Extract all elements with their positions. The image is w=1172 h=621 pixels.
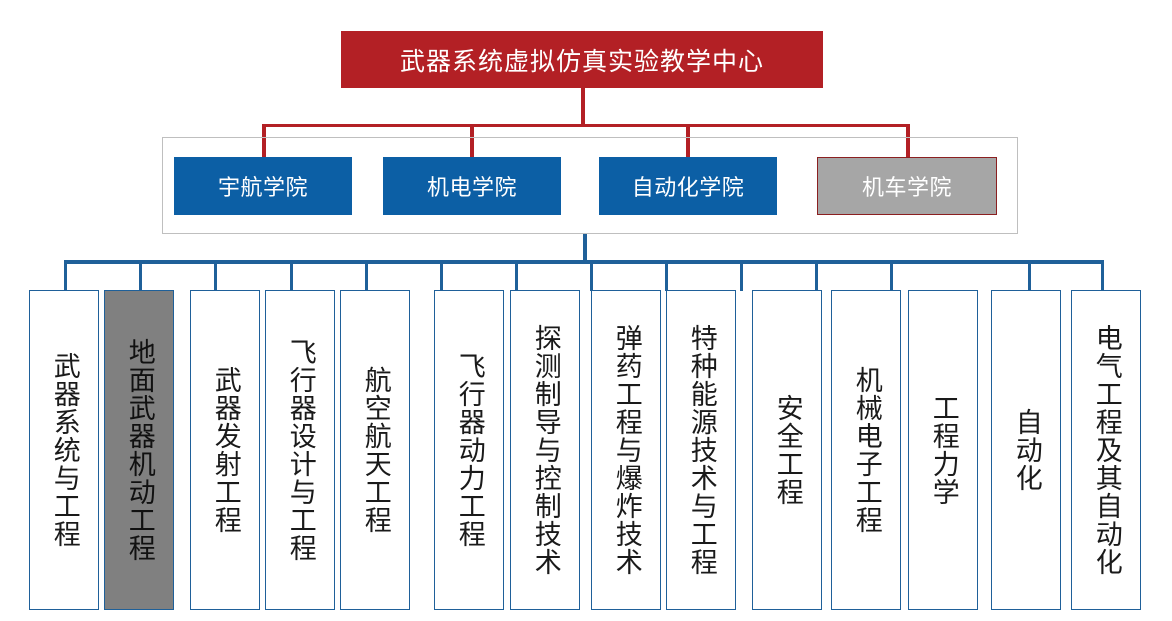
major-label: 电气工程及其自动化 bbox=[1091, 324, 1122, 576]
major-label: 弹药工程与爆炸技术 bbox=[611, 324, 642, 576]
major-node-7[interactable]: 探测制导与控制技术 bbox=[510, 290, 580, 610]
connector-blue-trunk bbox=[583, 234, 587, 263]
colleges-group-container bbox=[162, 137, 1018, 234]
major-label: 机械电子工程 bbox=[851, 366, 882, 534]
connector-blue-drop-12 bbox=[890, 260, 893, 291]
college-label: 宇航学院 bbox=[217, 175, 308, 200]
major-label: 航空航天工程 bbox=[360, 366, 391, 534]
connector-blue-drop-3 bbox=[214, 260, 217, 291]
major-node-12[interactable]: 工程力学 bbox=[908, 290, 978, 610]
college-label: 机电学院 bbox=[426, 175, 517, 200]
connector-blue-drop-5 bbox=[365, 260, 368, 291]
connector-red-trunk bbox=[581, 88, 585, 126]
college-label: 自动化学院 bbox=[631, 175, 745, 200]
major-node-10[interactable]: 安全工程 bbox=[752, 290, 822, 610]
major-node-13[interactable]: 自动化 bbox=[991, 290, 1061, 610]
connector-blue-drop-7 bbox=[515, 260, 518, 291]
root-node-center[interactable]: 武器系统虚拟仿真实验教学中心 bbox=[341, 31, 823, 88]
college-label: 机车学院 bbox=[861, 175, 952, 200]
college-node-zidonghua[interactable]: 自动化学院 bbox=[599, 157, 777, 215]
major-node-11[interactable]: 机械电子工程 bbox=[831, 290, 901, 610]
connector-blue-drop-4 bbox=[290, 260, 293, 291]
connector-blue-drop-11 bbox=[815, 260, 818, 291]
major-label: 武器系统与工程 bbox=[49, 352, 80, 548]
connector-red-drop-2 bbox=[470, 124, 474, 158]
connector-red-drop-4 bbox=[906, 124, 910, 158]
major-label: 自动化 bbox=[1011, 408, 1042, 492]
connector-blue-drop-8 bbox=[590, 260, 593, 291]
major-node-3[interactable]: 武器发射工程 bbox=[190, 290, 260, 610]
major-label: 特种能源技术与工程 bbox=[686, 324, 717, 576]
connector-red-drop-1 bbox=[262, 124, 266, 158]
major-label: 工程力学 bbox=[928, 394, 959, 506]
major-node-6[interactable]: 飞行器动力工程 bbox=[434, 290, 504, 610]
major-label: 探测制导与控制技术 bbox=[530, 324, 561, 576]
major-node-8[interactable]: 弹药工程与爆炸技术 bbox=[591, 290, 661, 610]
major-label: 安全工程 bbox=[772, 394, 803, 506]
major-label: 飞行器动力工程 bbox=[454, 352, 485, 548]
connector-blue-drop-9 bbox=[665, 260, 668, 291]
college-node-yuhang[interactable]: 宇航学院 bbox=[174, 157, 352, 215]
connector-blue-drop-10 bbox=[740, 260, 743, 291]
connector-blue-bus bbox=[64, 260, 1104, 264]
major-node-5[interactable]: 航空航天工程 bbox=[340, 290, 410, 610]
college-node-jidian[interactable]: 机电学院 bbox=[383, 157, 561, 215]
major-node-9[interactable]: 特种能源技术与工程 bbox=[666, 290, 736, 610]
connector-blue-drop-14 bbox=[1101, 260, 1104, 291]
connector-red-drop-3 bbox=[686, 124, 690, 158]
major-node-2[interactable]: 地面武器机动工程 bbox=[104, 290, 174, 610]
major-node-1[interactable]: 武器系统与工程 bbox=[29, 290, 99, 610]
connector-blue-drop-1 bbox=[64, 260, 67, 291]
major-node-14[interactable]: 电气工程及其自动化 bbox=[1071, 290, 1141, 610]
connector-red-bus bbox=[262, 124, 910, 127]
major-label: 武器发射工程 bbox=[210, 366, 241, 534]
connector-blue-drop-13 bbox=[1028, 260, 1031, 291]
root-node-label: 武器系统虚拟仿真实验教学中心 bbox=[399, 47, 764, 76]
connector-blue-drop-6 bbox=[440, 260, 443, 291]
major-label: 地面武器机动工程 bbox=[124, 338, 155, 562]
major-node-4[interactable]: 飞行器设计与工程 bbox=[265, 290, 335, 610]
college-node-jiche[interactable]: 机车学院 bbox=[817, 157, 997, 215]
connector-blue-drop-2 bbox=[139, 260, 142, 291]
major-label: 飞行器设计与工程 bbox=[285, 338, 316, 562]
